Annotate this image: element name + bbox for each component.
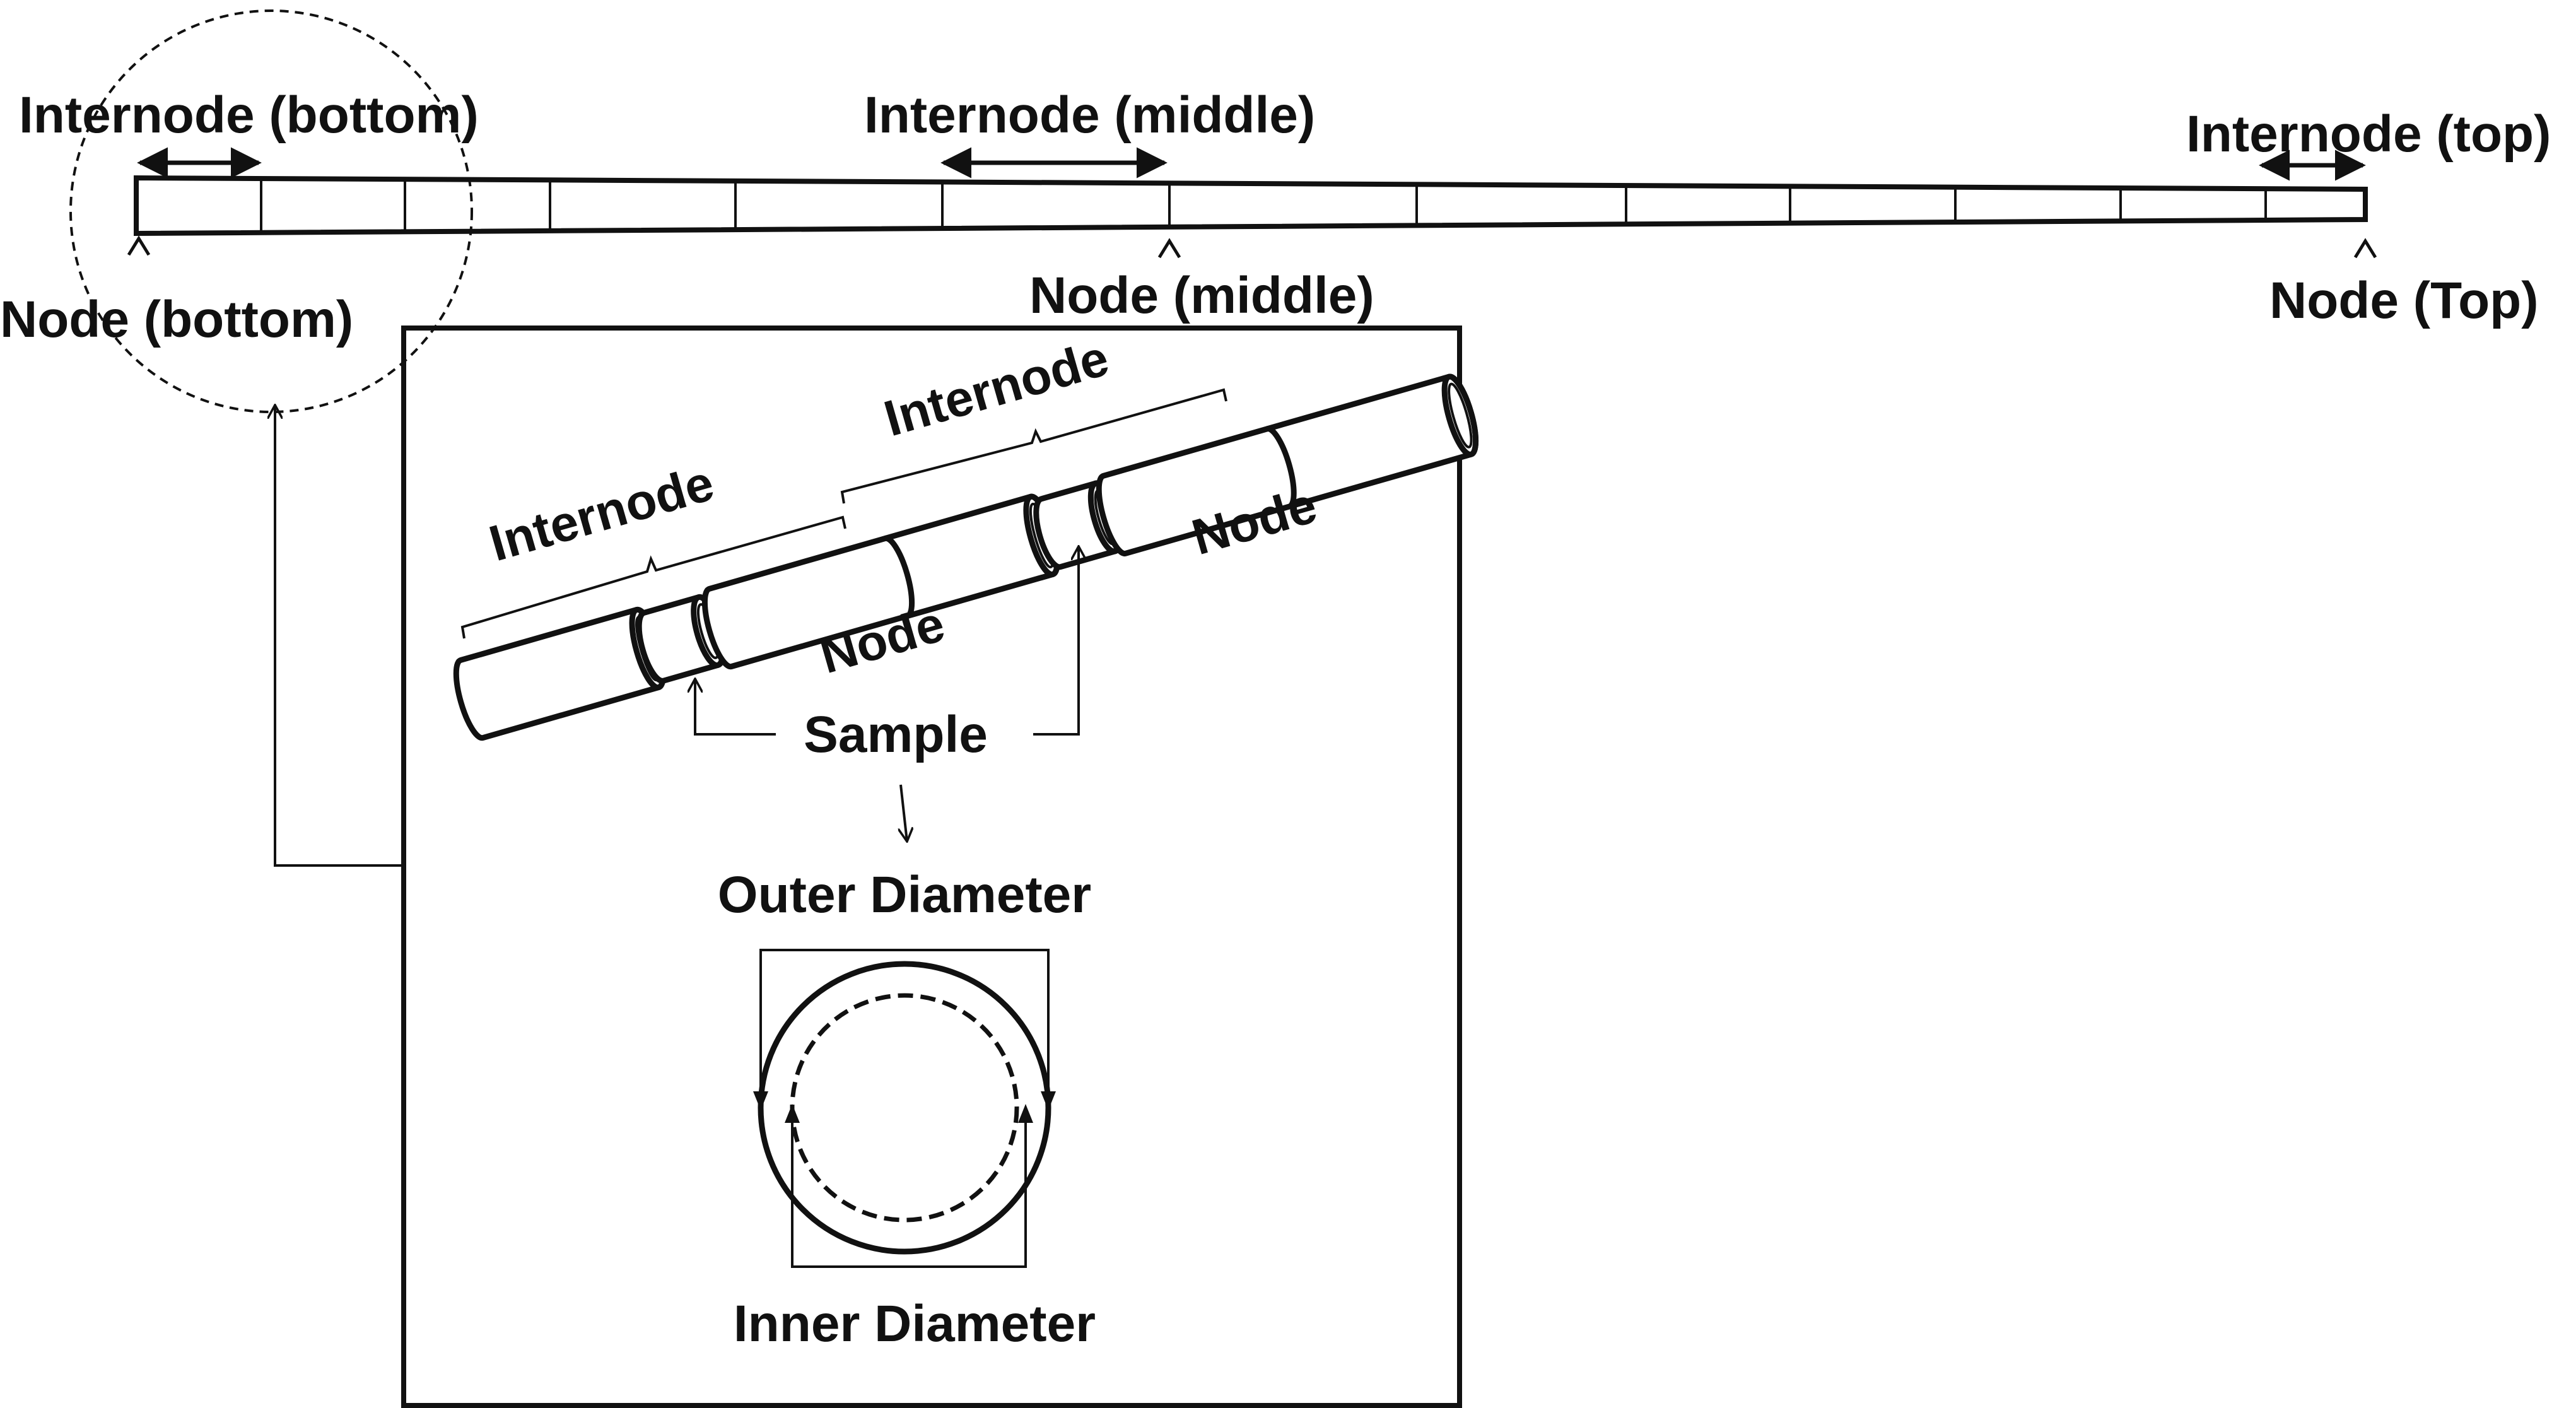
sample-connector-right (1033, 546, 1079, 736)
inner-diameter-label: Inner Diameter (734, 1295, 1096, 1352)
internode-top-label: Internode (top) (2186, 105, 2551, 163)
outer-diameter-label: Outer Diameter (718, 866, 1091, 924)
inner-diameter-arrowhead-right (1018, 1104, 1033, 1123)
sample-down-arrow (901, 784, 907, 842)
culm-strip (134, 175, 2368, 237)
node-ring (1266, 426, 1297, 510)
inset-box (401, 326, 1462, 1408)
internode-tube-end (1441, 373, 1479, 457)
node-top-label: Node (Top) (2269, 272, 2539, 329)
sample-label: Sample (804, 706, 988, 763)
internode-left-label: Internode (483, 454, 720, 572)
internode-tube-bore (1448, 382, 1473, 449)
sample-connector-left (695, 679, 776, 736)
leader-line (275, 405, 404, 867)
outer-diameter-arrowhead-right (1041, 1091, 1056, 1110)
internode-left-brace (460, 515, 846, 639)
magnifier-circle (69, 9, 473, 413)
outer-diameter-arrowhead-left (753, 1091, 768, 1110)
inner-circle (790, 993, 1019, 1223)
internode-middle-label: Internode (middle) (864, 86, 1315, 144)
inner-diameter-arrowhead-left (785, 1104, 800, 1123)
node-bottom-caret (127, 235, 151, 256)
culm-segment-dividers (260, 179, 2267, 233)
tube-model (453, 373, 1479, 741)
node-ring (884, 535, 915, 619)
internode-bottom-label: Internode (bottom) (19, 86, 479, 144)
node-middle-label: Node (middle) (1029, 267, 1374, 324)
node-middle-caret (1157, 238, 1181, 259)
node-bottom-label: Node (bottom) (0, 291, 353, 348)
node-top-caret (2353, 238, 2377, 259)
outer-circle (758, 961, 1051, 1255)
internode-right-brace (840, 388, 1227, 504)
outer-diameter-bracket (759, 949, 1050, 1108)
internode-right-label: Internode (878, 329, 1115, 447)
